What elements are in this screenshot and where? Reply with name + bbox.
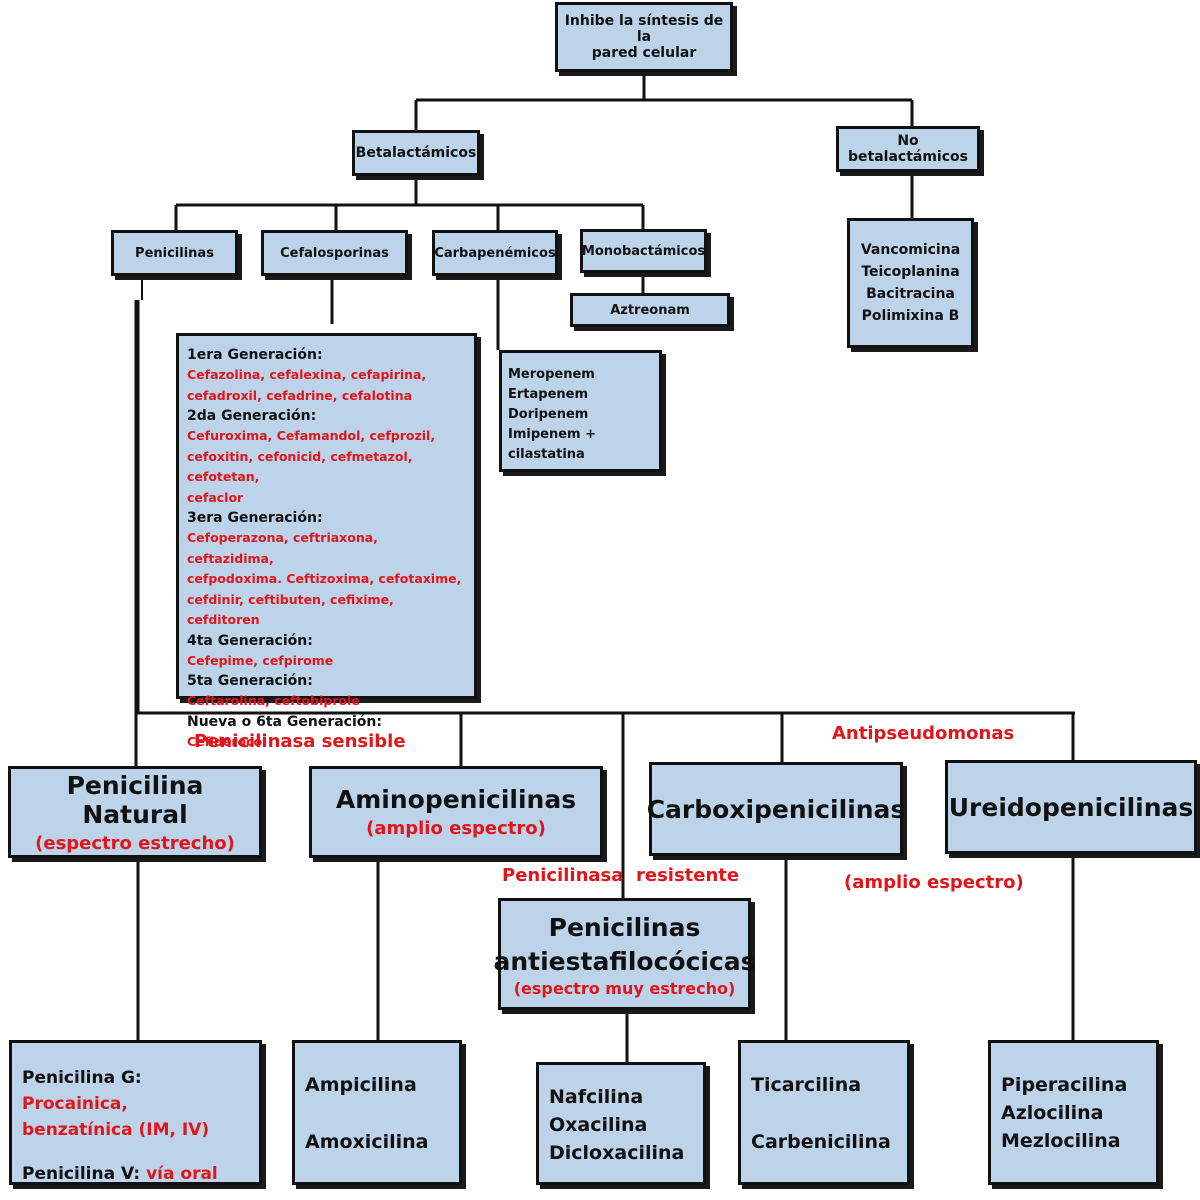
aztreonam-node: Aztreonam bbox=[570, 293, 730, 327]
gen-2-drugs: cefaclor bbox=[187, 489, 244, 505]
aminopenicilinas-sub: (amplio espectro) bbox=[366, 818, 546, 839]
penicilina-g-label: Penicilina G: bbox=[22, 1068, 142, 1088]
penicilinas-node: Penicilinas bbox=[111, 230, 238, 276]
penicilina-natural-title: Penicilina Natural bbox=[66, 770, 204, 829]
gen-2-drugs: cefoxitin, cefonicid, cefmetazol, cefote… bbox=[187, 448, 413, 485]
penicilina-v-row: Penicilina V: vía oral bbox=[22, 1161, 249, 1187]
aminopenicilinas-node: Aminopenicilinas (amplio espectro) bbox=[309, 766, 603, 858]
carbapenemicos-node: Carbapenémicos bbox=[432, 230, 558, 276]
carbapenemicos-label: Carbapenémicos bbox=[434, 245, 556, 261]
betalactamicos-label: Betalactámicos bbox=[355, 145, 477, 161]
gen-6-label: Nueva o 6ta Generación: bbox=[187, 713, 382, 730]
aminopenicilinas-examples: Ampicilina Amoxicilina bbox=[292, 1040, 462, 1185]
drug-azlocilina: Azlocilina bbox=[1001, 1102, 1104, 1124]
drug-doripenem: Doripenem bbox=[508, 407, 589, 422]
penicilina-v-value: vía oral bbox=[146, 1164, 218, 1184]
drug-vancomicina: Vancomicina bbox=[860, 242, 961, 258]
ureidopenicilinas-node: Ureidopenicilinas bbox=[945, 760, 1197, 854]
label-antipseudomonas: Antipseudomonas bbox=[832, 723, 1015, 744]
gen-5-drugs: Ceftarolina, ceftobiprole bbox=[187, 693, 360, 708]
gen-3-drugs: cefdinir, ceftibuten, cefixime, cefditor… bbox=[187, 591, 394, 628]
no-betalactamicos-label: No betalactámicos bbox=[848, 133, 968, 165]
gen-4-label: 4ta Generación: bbox=[187, 632, 313, 649]
cefalosporinas-node: Cefalosporinas bbox=[261, 230, 408, 276]
no-betalactamicos-node: No betalactámicos bbox=[836, 126, 980, 172]
antiestafilococicas-title-line2: antiestafilocócicas bbox=[493, 946, 756, 976]
drug-teicoplanina: Teicoplanina bbox=[861, 264, 960, 280]
drug-ertapenem: Ertapenem bbox=[508, 387, 589, 402]
cefalosporinas-list: 1era Generación: Cefazolina, cefalexina,… bbox=[176, 333, 477, 749]
gen-3-label: 3era Generación: bbox=[187, 510, 323, 526]
label-resistente: resistente bbox=[636, 865, 740, 886]
aminopenicilinas-title: Aminopenicilinas bbox=[335, 785, 577, 814]
drug-ampicilina: Ampicilina bbox=[305, 1074, 417, 1096]
penicilina-natural-node: Penicilina Natural (espectro estrecho) bbox=[8, 766, 262, 858]
carbapenemicos-drugs: Meropenem Ertapenem Doripenem Imipenem +… bbox=[499, 350, 662, 472]
root-node: Inhibe la síntesis de la pared celular bbox=[555, 2, 733, 72]
drug-oxacilina: Oxacilina bbox=[549, 1114, 648, 1136]
monobactamicos-label: Monobactámicos bbox=[581, 243, 706, 259]
betalactamicos-node: Betalactámicos bbox=[352, 130, 480, 176]
carboxipenicilinas-node: Carboxipenicilinas bbox=[646, 762, 906, 856]
drug-dicloxacilina: Dicloxacilina bbox=[549, 1142, 685, 1164]
ureidopenicilinas-examples: Piperacilina Azlocilina Mezlocilina bbox=[988, 1040, 1159, 1185]
gen-2-drugs: Cefuroxima, Cefamandol, cefprozil, bbox=[187, 428, 436, 443]
gen-6-drugs: Cefiderocol bbox=[187, 733, 267, 749]
aztreonam-label: Aztreonam bbox=[610, 302, 690, 318]
drug-polimixina-b: Polimixina B bbox=[861, 308, 960, 324]
drug-bacitracina: Bacitracina bbox=[866, 286, 955, 302]
drug-meropenem: Meropenem bbox=[508, 367, 595, 382]
carboxipenicilinas-title: Carboxipenicilinas bbox=[646, 794, 906, 824]
penicilinas-label: Penicilinas bbox=[135, 245, 214, 261]
penicilina-natural-examples: Penicilina G: Procainica, benzatínica (I… bbox=[9, 1040, 262, 1185]
gen-3-drugs: Cefoperazona, ceftriaxona, ceftazidima, bbox=[187, 530, 378, 566]
antiestafilococicas-sub: (espectro muy estrecho) bbox=[513, 978, 736, 998]
gen-1-drugs: Cefazolina, cefalexina, cefapirina, bbox=[187, 367, 427, 382]
drug-nafcilina: Nafcilina bbox=[549, 1086, 644, 1108]
penicilina-g-value-2: benzatínica (IM, IV) bbox=[22, 1120, 210, 1140]
gen-5-label: 5ta Generación: bbox=[187, 673, 313, 689]
antiestafilococicas-examples: Nafcilina Oxacilina Dicloxacilina bbox=[536, 1062, 706, 1185]
label-penicilinasa-sensible: Penicilinasa sensible bbox=[194, 731, 406, 752]
antiestafilococicas-title-line1: Penicilinas bbox=[548, 912, 701, 942]
penicilina-v-label: Penicilina V: bbox=[22, 1164, 147, 1184]
carboxipenicilinas-examples: Ticarcilina Carbenicilina bbox=[738, 1040, 910, 1185]
penicilina-g-value-1: Procainica, bbox=[22, 1094, 128, 1114]
label-penicilinasa: Penicilinasa bbox=[502, 865, 624, 886]
root-label-line1: Inhibe la síntesis de la bbox=[564, 13, 724, 45]
drug-imipenem-cilastatina: Imipenem + cilastatina bbox=[508, 427, 596, 462]
drug-piperacilina: Piperacilina bbox=[1001, 1074, 1128, 1096]
ureidopenicilinas-title: Ureidopenicilinas bbox=[948, 792, 1194, 822]
penicilina-natural-sub: (espectro estrecho) bbox=[35, 832, 235, 854]
label-amplio-espectro: (amplio espectro) bbox=[844, 872, 1024, 893]
gen-3-drugs: cefpodoxima. Ceftizoxima, cefotaxime, bbox=[187, 571, 462, 586]
drug-ticarcilina: Ticarcilina bbox=[751, 1074, 862, 1096]
gen-1-label: 1era Generación: bbox=[187, 347, 323, 363]
gen-1-drugs: cefadroxil, cefadrine, cefalotina bbox=[187, 387, 413, 403]
drug-amoxicilina: Amoxicilina bbox=[305, 1131, 429, 1153]
gen-2-label: 2da Generación: bbox=[187, 408, 317, 424]
drug-mezlocilina: Mezlocilina bbox=[1001, 1130, 1121, 1152]
monobactamicos-node: Monobactámicos bbox=[580, 229, 707, 273]
root-label-line2: pared celular bbox=[591, 45, 697, 61]
gen-4-drugs: Cefepime, cefpirome bbox=[187, 652, 334, 668]
penicilina-g-row: Penicilina G: Procainica, bbox=[22, 1065, 249, 1117]
drug-carbenicilina: Carbenicilina bbox=[751, 1131, 891, 1153]
antiestafilococicas-node: Penicilinas antiestafilocócicas (espectr… bbox=[493, 898, 756, 1010]
cefalosporinas-label: Cefalosporinas bbox=[280, 245, 389, 261]
no-betalactamicos-drugs: Vancomicina Teicoplanina Bacitracina Pol… bbox=[847, 218, 974, 348]
